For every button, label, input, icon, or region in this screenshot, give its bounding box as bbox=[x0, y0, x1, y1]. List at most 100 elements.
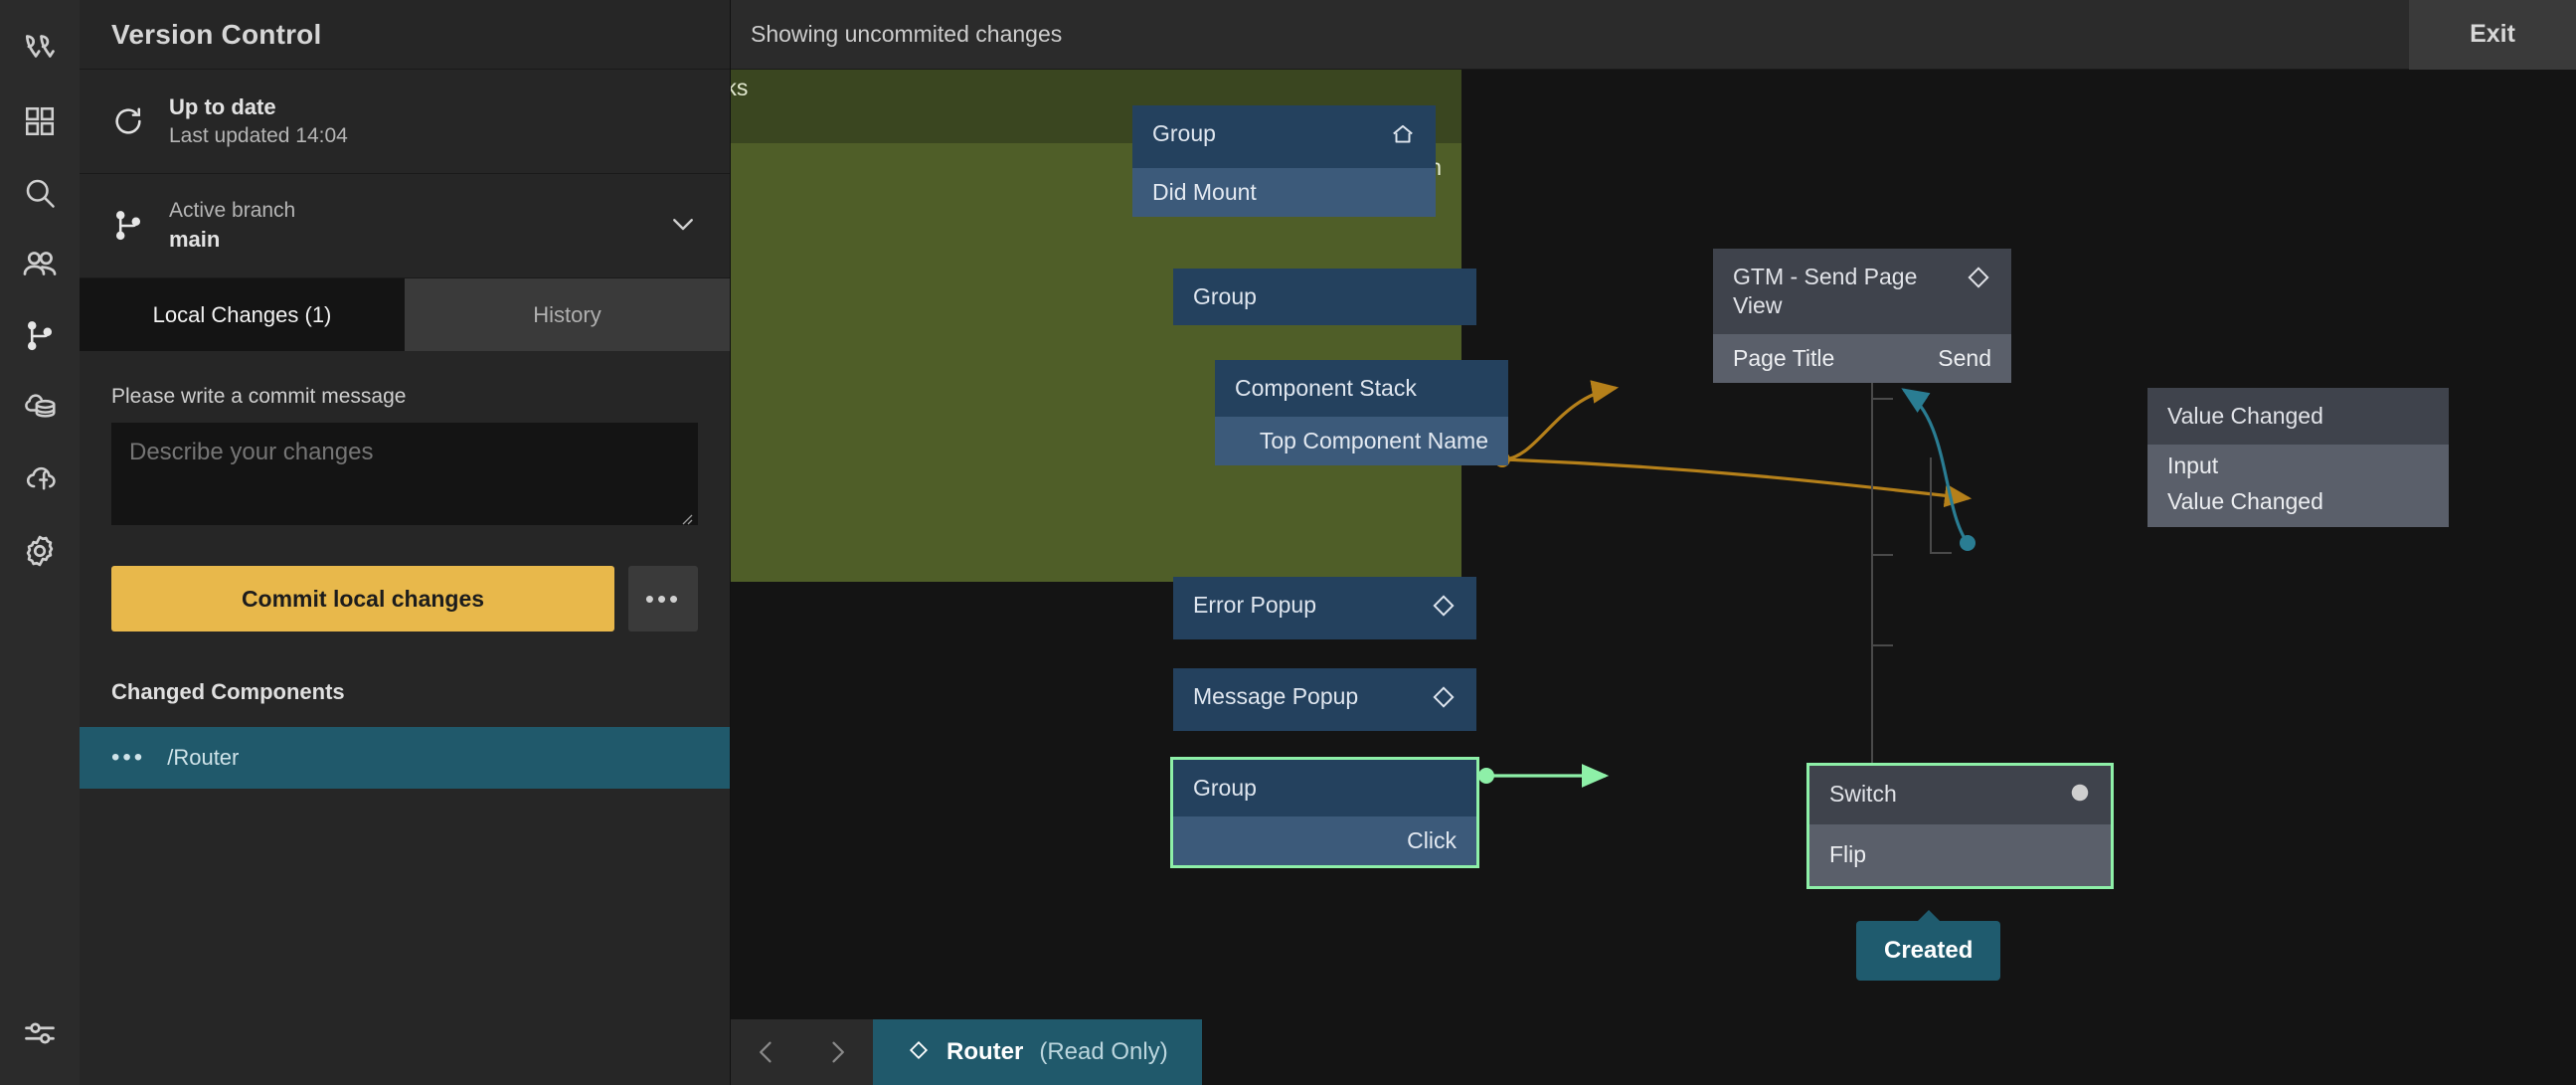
port-input[interactable]: Input bbox=[2167, 452, 2219, 479]
commit-message-input[interactable] bbox=[111, 423, 698, 525]
port-page-title[interactable]: Page Title bbox=[1733, 344, 1835, 371]
nav-buttons bbox=[731, 1019, 873, 1085]
tree-branch bbox=[1930, 552, 1952, 554]
node-title: Group bbox=[1193, 283, 1257, 309]
document-tab-router[interactable]: Router (Read Only) bbox=[873, 1019, 1202, 1085]
node-component-stack[interactable]: Component Stack Top Component Name bbox=[1215, 360, 1508, 465]
port-row-page-title-send: Page Title Send bbox=[1713, 334, 2011, 383]
node-body: Top Component Name bbox=[1215, 416, 1508, 465]
noodl-logo-icon bbox=[21, 31, 59, 69]
node-header: Message Popup bbox=[1173, 668, 1476, 731]
sidebar-item-editor-settings[interactable] bbox=[0, 997, 80, 1069]
sidebar-item-settings[interactable] bbox=[0, 515, 80, 587]
tab-history[interactable]: History bbox=[405, 278, 730, 351]
tree-branch bbox=[1871, 554, 1893, 556]
sync-status-sub: Last updated 14:04 bbox=[169, 123, 348, 147]
left-icon-rail bbox=[0, 0, 80, 1085]
diamond-icon bbox=[1431, 684, 1457, 717]
node-header: Error Popup bbox=[1173, 577, 1476, 639]
node-body: Input Value Changed bbox=[2147, 444, 2449, 527]
page-title: Version Control bbox=[111, 18, 322, 50]
node-title: GTM - Send Page View bbox=[1733, 264, 1918, 318]
port-top-component-name[interactable]: Top Component Name bbox=[1259, 427, 1488, 453]
components-grid-icon bbox=[23, 104, 57, 138]
port-did-mount[interactable]: Did Mount bbox=[1152, 178, 1257, 205]
port-mac-m1-url[interactable]: macM1Url bbox=[731, 484, 1461, 533]
node-group-root[interactable]: Group Did Mount bbox=[1132, 105, 1436, 217]
node-canvas[interactable]: Get Noodl Download Links REST Fetch plat… bbox=[731, 70, 2576, 1019]
chevron-right-icon[interactable] bbox=[802, 1019, 874, 1085]
uncommitted-changes-status: Showing uncommited changes bbox=[751, 21, 1063, 47]
document-tab-name: Router bbox=[946, 1038, 1024, 1065]
node-group-click[interactable]: Group Click bbox=[1170, 757, 1479, 868]
active-branch-name: main bbox=[169, 227, 221, 253]
node-header: Group bbox=[1132, 105, 1436, 168]
node-title: Switch bbox=[1829, 781, 1897, 807]
port-send[interactable]: Send bbox=[1938, 344, 1991, 371]
version-control-panel: Version Control Up to date Last updated … bbox=[80, 0, 731, 1085]
version-control-header: Version Control bbox=[80, 0, 730, 70]
circle-icon bbox=[2069, 782, 2091, 811]
port-flip[interactable]: Flip bbox=[1829, 841, 1867, 868]
sidebar-item-components[interactable] bbox=[0, 86, 80, 157]
node-title: Group bbox=[1152, 120, 1216, 146]
changed-component-label: /Router bbox=[167, 745, 240, 770]
home-icon bbox=[1390, 121, 1416, 154]
version-control-tabs: Local Changes (1) History bbox=[80, 278, 730, 351]
editor-bottombar: Router (Read Only) bbox=[731, 1019, 2576, 1085]
node-error-popup[interactable]: Error Popup bbox=[1173, 577, 1476, 639]
diamond-icon bbox=[1966, 265, 1991, 297]
node-group-2[interactable]: Group bbox=[1173, 269, 1476, 325]
cloud-function-icon bbox=[21, 460, 59, 498]
node-value-changed[interactable]: Value Changed Input Value Changed bbox=[2147, 388, 2449, 527]
sliders-icon bbox=[22, 1015, 58, 1051]
port-value-changed-out[interactable]: Value Changed bbox=[2167, 487, 2323, 514]
sidebar-item-users[interactable] bbox=[0, 229, 80, 300]
node-message-popup[interactable]: Message Popup bbox=[1173, 668, 1476, 731]
node-title: Component Stack bbox=[1235, 375, 1417, 401]
port-win-url[interactable]: winUrl bbox=[731, 533, 1461, 582]
sync-status-row[interactable]: Up to date Last updated 14:04 bbox=[80, 70, 730, 174]
node-editor: Showing uncommited changes Exit bbox=[731, 0, 2576, 1085]
node-header: GTM - Send Page View bbox=[1713, 249, 2011, 334]
commit-actions: Commit local changes ••• bbox=[80, 530, 730, 632]
branch-icon bbox=[111, 209, 169, 243]
node-switch[interactable]: Switch Flip bbox=[1806, 763, 2114, 889]
commit-local-changes-button[interactable]: Commit local changes bbox=[111, 566, 614, 632]
users-icon bbox=[21, 246, 59, 283]
port-click[interactable]: Click bbox=[1407, 826, 1457, 853]
active-branch-row[interactable]: Active branch main bbox=[80, 174, 730, 278]
created-badge: Created bbox=[1856, 910, 2001, 981]
sidebar-item-cloud-functions[interactable] bbox=[0, 444, 80, 515]
node-body: Did Mount bbox=[1132, 167, 1436, 217]
git-branch-icon bbox=[23, 319, 57, 353]
node-body: Click bbox=[1173, 815, 1476, 865]
sidebar-item-search[interactable] bbox=[0, 157, 80, 229]
node-title: Get Noodl Download Links bbox=[731, 75, 749, 100]
commit-message-area bbox=[80, 423, 730, 530]
version-control-body: Please write a commit message Commit loc… bbox=[80, 351, 730, 1085]
node-header: Group bbox=[1173, 269, 1476, 325]
chevron-down-icon[interactable] bbox=[668, 209, 698, 244]
node-header: Switch bbox=[1809, 766, 2111, 824]
exit-button[interactable]: Exit bbox=[2409, 0, 2576, 70]
search-icon bbox=[22, 175, 58, 211]
sync-status-headline: Up to date bbox=[169, 93, 276, 119]
sidebar-item-cloud-data[interactable] bbox=[0, 372, 80, 444]
node-header: Group bbox=[1173, 760, 1476, 816]
tab-local-changes[interactable]: Local Changes (1) bbox=[80, 278, 405, 351]
sidebar-item-version-control[interactable] bbox=[0, 300, 80, 372]
sidebar-item-noodl-logo[interactable] bbox=[0, 14, 80, 86]
active-branch-label: Active branch bbox=[169, 198, 296, 222]
chevron-left-icon[interactable] bbox=[731, 1019, 802, 1085]
changed-component-row[interactable]: ••• /Router bbox=[80, 727, 730, 789]
editor-topbar: Showing uncommited changes Exit bbox=[731, 0, 2576, 70]
cloud-data-icon bbox=[21, 389, 59, 427]
row-more-icon[interactable]: ••• bbox=[111, 744, 146, 771]
commit-more-options-button[interactable]: ••• bbox=[628, 566, 698, 632]
settings-gear-icon bbox=[21, 532, 59, 570]
node-gtm-send-page-view[interactable]: GTM - Send Page View Page Title Send bbox=[1713, 249, 2011, 383]
node-title: Group bbox=[1193, 775, 1257, 801]
tree-branch bbox=[1871, 644, 1893, 646]
